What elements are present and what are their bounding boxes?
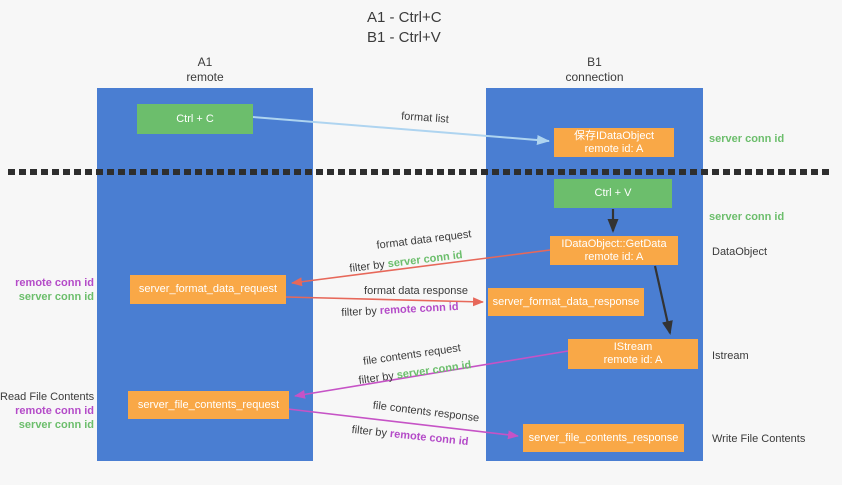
column-header-a1: A1 remote (97, 55, 313, 85)
left-format-conn-ids: remote conn id server conn id (0, 276, 94, 304)
right-server-conn-id-mid: server conn id (709, 211, 785, 223)
right-server-conn-id-top: server conn id (709, 133, 785, 145)
ctrl-v-label: Ctrl + V (594, 187, 632, 199)
getdata-line1: IDataObject::GetData (561, 237, 667, 250)
node-idataobject-getdata: IDataObject::GetData remote id: A (550, 236, 678, 265)
column-b1-subtitle: connection (565, 70, 624, 84)
server-conn-id-text: server conn id (387, 249, 464, 271)
right-istream-label: Istream (712, 350, 749, 362)
column-a1-subtitle: remote (186, 70, 224, 84)
save-dataobject-line1: 保存IDataObject (573, 129, 655, 142)
edge-label-file-contents-response: file contents response (372, 399, 480, 425)
left-file-conn-ids: Read File Contents remote conn id server… (0, 390, 94, 432)
getdata-line2: remote id: A (584, 250, 644, 263)
filter-by-text: filter by (351, 423, 391, 440)
column-a1-name: A1 (197, 55, 213, 69)
server-conn-id-label: server conn id (18, 291, 94, 303)
column-b1-name: B1 (587, 55, 602, 69)
edge-label-filter-file-response: filter by remote conn id (351, 424, 469, 448)
istream-line1: IStream (613, 341, 653, 353)
edge-label-format-list: format list (400, 110, 450, 126)
ctrl-c-label: Ctrl + C (176, 112, 214, 125)
diagram-title: A1 - Ctrl+C B1 - Ctrl+V (367, 8, 442, 48)
copy-paste-separator-line (8, 169, 830, 175)
file-response-label: server_file_contents_response (528, 431, 679, 444)
right-dataobject-label: DataObject (712, 246, 768, 258)
filter-by-text: filter by (341, 305, 381, 320)
right-write-file-contents-label: Write File Contents (712, 433, 806, 445)
title-line-b1: B1 - Ctrl+V (367, 29, 441, 46)
edge-label-format-data-request: format data request (375, 228, 473, 252)
node-save-dataobject: 保存IDataObject remote id: A (554, 128, 674, 157)
node-server-format-data-response: server_format_data_response (488, 288, 644, 316)
edge-label-filter-format-request: filter by server conn id (349, 249, 463, 275)
filter-by-text: filter by (357, 369, 398, 387)
node-server-file-contents-response: server_file_contents_response (523, 424, 684, 452)
node-ctrl-v: Ctrl + V (554, 179, 672, 208)
node-ctrl-c: Ctrl + C (137, 104, 253, 134)
read-file-contents-label: Read File Contents (0, 391, 95, 403)
server-conn-id-text: server conn id (395, 359, 473, 382)
server-conn-id-label: server conn id (18, 419, 94, 431)
format-response-label: server_format_data_response (492, 295, 640, 308)
remote-conn-id-text: remote conn id (389, 427, 469, 449)
filter-by-text: filter by (348, 258, 389, 275)
column-header-b1: B1 connection (486, 55, 703, 85)
edge-label-format-data-response: format data response (364, 285, 468, 297)
title-line-a1: A1 - Ctrl+C (367, 9, 442, 26)
istream-line2: remote id: A (603, 354, 663, 366)
remote-conn-id-label: remote conn id (15, 277, 94, 289)
format-request-label: server_format_data_request (138, 283, 278, 295)
node-istream: IStream remote id: A (568, 339, 698, 369)
edge-label-filter-format-response: filter by remote conn id (341, 301, 459, 319)
node-server-file-contents-request: server_file_contents_request (128, 391, 289, 419)
node-server-format-data-request: server_format_data_request (130, 275, 286, 304)
remote-conn-id-label: remote conn id (15, 405, 94, 417)
file-request-label: server_file_contents_request (137, 398, 280, 411)
remote-conn-id-text: remote conn id (379, 300, 459, 318)
save-dataobject-line2: remote id: A (584, 142, 644, 155)
